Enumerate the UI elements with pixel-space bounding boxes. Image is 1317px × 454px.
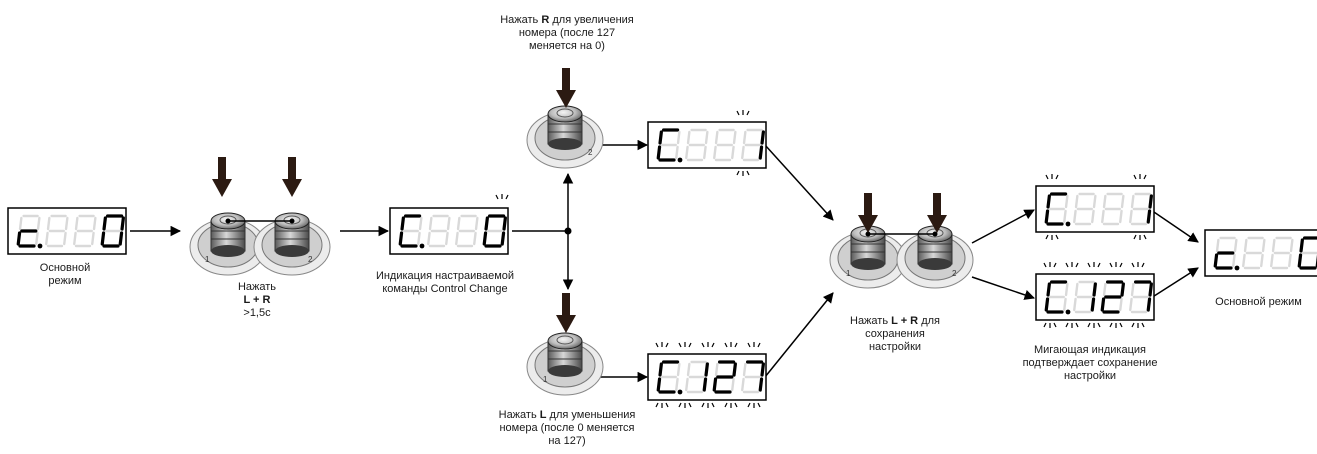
label-indication: Индикация настраиваемой команды Control … — [375, 270, 515, 295]
arrow-dec-to-save — [764, 292, 834, 378]
arrow-confirm1-to-end — [1150, 209, 1199, 243]
label-end-mode: Основной режим — [1215, 296, 1302, 308]
label-press-lr: Нажать L + R >1,5с — [237, 281, 277, 319]
display-confirm-1 — [1035, 185, 1155, 233]
display-start — [7, 207, 127, 255]
svg-text:1: 1 — [543, 375, 548, 384]
branch-node — [564, 227, 572, 235]
display-end — [1204, 229, 1317, 277]
arrow-save-to-confirm1 — [971, 209, 1035, 244]
arrow-confirm127-to-end — [1150, 267, 1199, 299]
label-press-l: Нажать L для уменьшения номера (после 0 … — [498, 409, 636, 447]
svg-text:1: 1 — [205, 255, 210, 264]
label-press-r: Нажать R для увеличения номера (после 12… — [500, 14, 634, 52]
label-start-mode: Основной режим — [39, 262, 91, 287]
footswitch-l: 1 — [526, 293, 604, 396]
display-confirm-127 — [1035, 273, 1155, 321]
arrows — [130, 139, 1199, 383]
displays-layer — [7, 121, 1317, 401]
display-increase — [647, 121, 767, 169]
footswitch-pair-lr-1: 1 2 — [189, 157, 331, 276]
svg-text:2: 2 — [952, 269, 957, 278]
display-indication — [389, 207, 509, 255]
arrow-save-to-confirm127 — [971, 276, 1035, 300]
footswitch-pair-lr-2: 1 2 — [829, 193, 974, 289]
label-save: Нажать L + R для сохранения настройки — [850, 315, 940, 353]
display-decrease — [647, 353, 767, 401]
arrow-inc-to-save — [764, 144, 834, 221]
svg-text:1: 1 — [846, 269, 851, 278]
svg-text:2: 2 — [308, 255, 313, 264]
svg-text:2: 2 — [588, 148, 593, 157]
footswitch-r: 2 — [526, 68, 604, 169]
label-blink-confirm: Мигающая индикация подтверждает сохранен… — [1022, 344, 1158, 382]
